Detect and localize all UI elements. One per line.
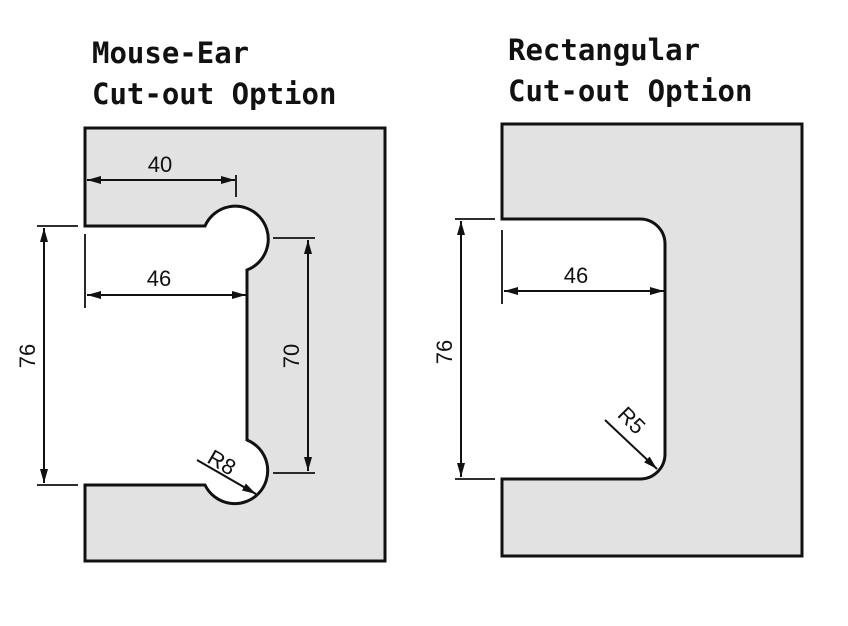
dim-label-76: 76 [15,344,40,368]
rectangular-diagram: Rectangular Cut-out Option 46 76 R5 [432,33,804,558]
rectangular-title-line2: Cut-out Option [508,74,752,108]
dim-label-70: 70 [279,344,304,368]
dim-label-46: 46 [147,266,171,291]
mouse-ear-plate [83,126,387,563]
radius-label-r8: R8 [203,445,240,481]
rectangular-title-line1: Rectangular [508,33,700,67]
radius-arrow-r8 [196,459,257,495]
radius-arrow-r5 [604,419,658,470]
dim-label-40: 40 [148,152,172,177]
mouse-ear-diagram: Mouse-Ear Cut-out Option 40 46 76 70 R8 [15,36,387,563]
mouse-ear-title-line2: Cut-out Option [92,77,336,111]
mouse-ear-title-line1: Mouse-Ear [92,36,249,70]
dim-label-76-rect: 76 [432,340,457,364]
dim-label-46-rect: 46 [564,263,588,288]
rectangular-plate [500,122,804,558]
